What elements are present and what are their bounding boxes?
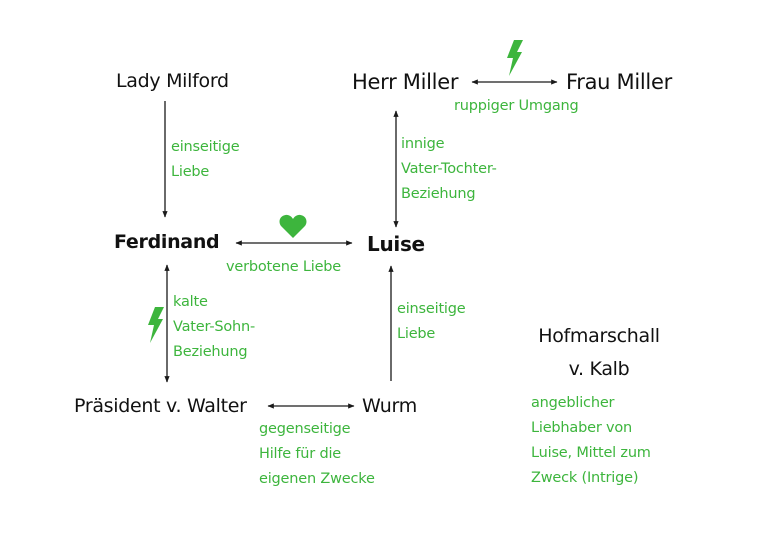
label-kalb-note: angeblicher Liebhaber von Luise, Mittel …	[531, 395, 651, 486]
heart-icon	[279, 214, 307, 238]
lightning-icon	[507, 40, 523, 76]
node-frau-miller: Frau Miller	[566, 70, 672, 94]
hofmarschall-line1: Hofmarschall	[538, 325, 660, 347]
label-praesident-wurm: gegenseitige Hilfe für die eigenen Zweck…	[259, 421, 375, 487]
node-wurm: Wurm	[362, 395, 417, 417]
node-praesident: Präsident v. Walter	[74, 395, 247, 417]
node-ferdinand: Ferdinand	[114, 231, 220, 253]
lightning-icon	[148, 307, 164, 343]
label-wurm-luise: einseitige Liebe	[397, 301, 466, 342]
node-hofmarschall: Hofmarschall v. Kalb	[524, 320, 674, 386]
node-lady-milford: Lady Milford	[116, 70, 229, 92]
label-miller-frau: ruppiger Umgang	[454, 98, 579, 114]
label-ferdinand-praesident: kalte Vater-Sohn- Beziehung	[173, 294, 256, 360]
label-miller-luise: innige Vater-Tochter- Beziehung	[401, 136, 497, 202]
node-herr-miller: Herr Miller	[352, 70, 459, 94]
label-milford-ferdinand: einseitige Liebe	[171, 139, 240, 180]
node-luise: Luise	[367, 232, 425, 256]
label-ferdinand-luise: verbotene Liebe	[226, 259, 342, 275]
hofmarschall-line2: v. Kalb	[568, 358, 630, 380]
